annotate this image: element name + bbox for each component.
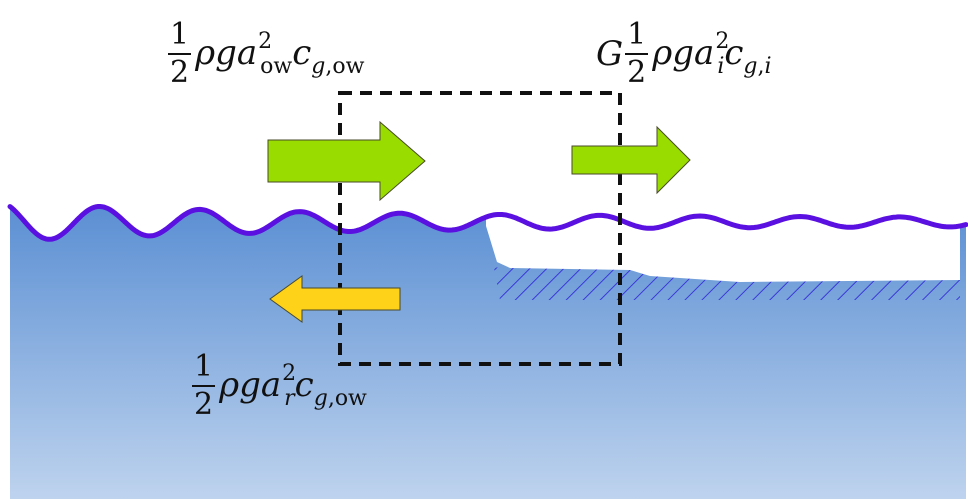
reflected-flux-arrow	[269, 275, 401, 323]
control-volume-box	[338, 91, 622, 366]
wave-surface-line	[7, 204, 968, 242]
ice-floe	[486, 214, 960, 282]
incident-flux-arrow	[267, 120, 426, 202]
reflected-flux-label: 1 2 ρga2rcg,ow	[192, 349, 367, 422]
ice-underside-hatch	[494, 266, 960, 300]
transmitted-flux-arrow	[571, 125, 691, 195]
half-fraction: 1 2	[168, 17, 192, 90]
half-fraction: 1 2	[192, 349, 216, 422]
half-fraction: 1 2	[625, 17, 649, 90]
transmitted-flux-label: G 1 2 ρga2icg,i	[596, 17, 772, 90]
incident-flux-label: 1 2 ρga2owcg,ow	[168, 17, 365, 90]
